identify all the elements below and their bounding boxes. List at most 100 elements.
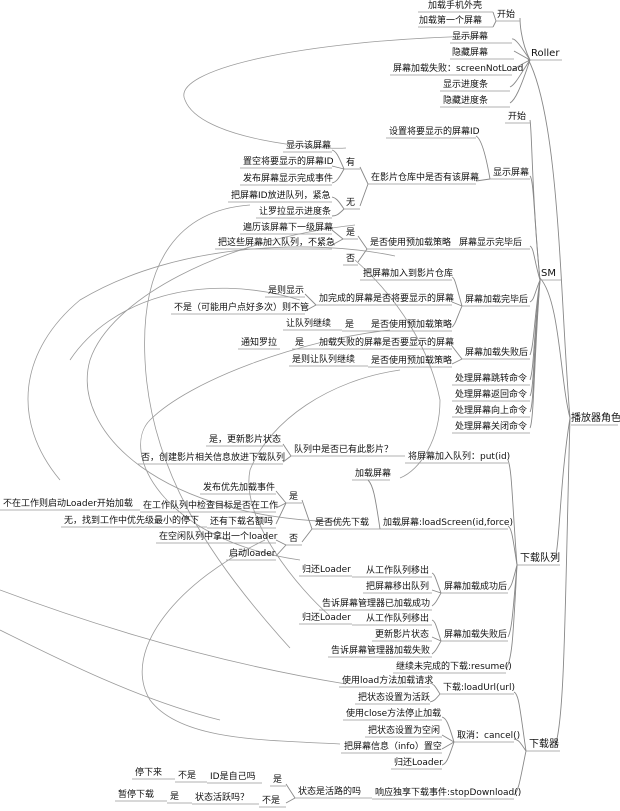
dl-is-active-no: 不是 <box>262 795 280 806</box>
queue-priority-yes: 是 <box>289 491 298 502</box>
sm-fail-is-yes: 是 <box>295 337 304 348</box>
queue-put-q: 队列中是否已有此影片？ <box>294 443 393 455</box>
dl-cancel: 取消：cancel() <box>457 729 520 741</box>
queue-load-ok: 屏幕加载成功后 <box>444 580 507 592</box>
roller-item-show-progress: 显示进度条 <box>443 78 488 90</box>
dl-pause: 暂停下载 <box>118 788 154 800</box>
sm-no: 无 <box>346 197 355 208</box>
roller-item-show: 显示屏幕 <box>452 30 488 42</box>
sm-no-item-2: 让罗拉显示进度条 <box>259 205 331 217</box>
sm-yes-item-1: 显示该屏幕 <box>286 139 331 151</box>
sm-cmd-2: 处理屏幕返回命令 <box>455 388 527 400</box>
sm-node: SM <box>541 268 556 279</box>
branch-queue: 下载队列 将屏幕加入队列：put(id) 队列中是否已有此影片？ 是，更新影片状… <box>0 433 560 674</box>
sm-after-show-yes-1: 遍历该屏幕下一级屏幕 <box>243 221 333 233</box>
queue-priority-no: 否 <box>289 533 298 544</box>
queue-in-work-result: 不在工作则启动Loader开始加载 <box>3 497 133 509</box>
sm-fail-is-showing: 加载失败的屏幕是否要显示的屏幕 <box>319 336 454 348</box>
sm-yes-item-3: 发布屏幕显示完成事件 <box>243 172 333 184</box>
downloader-node: 下载器 <box>529 738 559 750</box>
queue-put-no: 否，创建影片相关信息放进下载队列 <box>141 451 285 463</box>
dl-return-loader: 归还Loader <box>394 756 443 768</box>
queue-fail-update: 更新影片状态 <box>375 628 429 640</box>
sm-preload-item: 让队列继续 <box>286 317 331 329</box>
sm-after-fail: 屏幕加载失败后 <box>465 346 528 358</box>
dl-use-close: 使用close方法停止加载 <box>346 707 441 719</box>
sm-after-show: 屏幕显示完毕后 <box>459 236 522 248</box>
queue-ok-notify: 告诉屏幕管理器已加载成功 <box>322 597 430 609</box>
sm-after-show-no: 否 <box>346 253 355 264</box>
queue-has-free-no: 无，找到工作中优先级最小的停下 <box>64 514 199 526</box>
sm-after-show-yes: 是 <box>346 227 355 238</box>
sm-cmd-4: 处理屏幕关闭命令 <box>455 420 527 432</box>
queue-fail-return: 归还Loader <box>302 611 351 623</box>
sm-after-load: 屏幕加载完毕后 <box>465 293 528 305</box>
dl-set-busy: 把状态设置为活跃 <box>358 691 430 703</box>
queue-ok-remove-queue: 把屏幕移出队列 <box>366 580 429 592</box>
roller-start-item-1: 加载手机外壳 <box>428 0 482 11</box>
dl-yes2: 是 <box>170 791 179 802</box>
trunk-edges <box>527 58 571 747</box>
roller-start-item-2: 加载第一个屏幕 <box>419 14 482 26</box>
dl-is-active: 状态是活路的吗 <box>298 785 361 797</box>
queue-in-work: 在工作队列中检查目标是否在工作 <box>143 499 278 511</box>
queue-put-yes: 是，更新影片状态 <box>209 433 281 445</box>
sm-start: 开始 <box>508 110 526 122</box>
branch-sm: SM 开始 显示屏幕 设置将要显示的屏幕ID 在影片仓库中是否有该屏幕 有 无 … <box>171 110 562 434</box>
sm-add-repo: 把屏幕加入到影片仓库 <box>363 267 453 279</box>
queue-node: 下载队列 <box>520 551 560 564</box>
queue-fail-remove-work: 从工作队列移出 <box>366 612 429 624</box>
branch-roller: Roller 开始 加载手机外壳 加载第一个屏幕 显示屏幕 隐藏屏幕 屏幕加载失… <box>390 0 562 108</box>
root-node: 播放器角色 <box>571 411 620 424</box>
sm-yes: 有 <box>346 156 355 168</box>
roller-item-hide-progress: 隐藏进度条 <box>443 94 488 106</box>
dl-stop: 响应独享下载事件:stopDownload() <box>375 786 521 798</box>
queue-fail-notify: 告诉屏幕管理器加载失败 <box>331 644 430 656</box>
dl-loadurl: 下载:loadUrl(url) <box>443 681 515 693</box>
sm-preload: 是否使用预加载策略 <box>371 318 452 330</box>
sm-after-show-yes-2: 把这些屏幕加入队列，不紧急 <box>218 236 335 248</box>
queue-ok-return: 归还Loader <box>302 563 351 575</box>
sm-preload-yes: 是 <box>345 319 354 330</box>
sm-yes-item-2: 置空将要显示的屏幕ID <box>243 155 334 167</box>
dl-is-active2: 状态活跃吗？ <box>195 791 249 803</box>
queue-loadscreen: 加载屏幕:loadScreen(id,force) <box>383 516 513 528</box>
queue-load-screen-label: 加载屏幕 <box>355 467 391 479</box>
sm-is-showing: 加完成的屏幕是否将要显示的屏幕 <box>319 292 454 304</box>
sm-no-item-1: 把屏幕ID放进队列，紧急 <box>231 189 331 201</box>
sm-set-id: 设置将要显示的屏幕ID <box>389 125 480 137</box>
queue-load-fail: 屏幕加载失败后 <box>444 628 507 640</box>
roller-item-notload: 屏幕加载失败：screenNotLoad <box>393 62 523 74</box>
queue-priority: 是否优先下载 <box>315 516 369 528</box>
sm-cmd-3: 处理屏幕向上命令 <box>455 404 527 416</box>
dl-set-idle: 把状态设置为空闲 <box>368 724 440 736</box>
dl-is-active-yes: 是 <box>273 774 282 785</box>
sm-show-screen: 显示屏幕 <box>493 166 529 178</box>
sm-is-no: 不是（可能用户点好多次）则不管 <box>174 301 309 313</box>
roller-node: Roller <box>531 48 560 59</box>
roller-start: 开始 <box>497 8 515 20</box>
queue-put: 将屏幕加入队列：put(id) <box>408 450 510 462</box>
queue-take: 在空闲队列中拿出一个loader <box>159 530 278 542</box>
cross-link-curves <box>0 35 481 745</box>
queue-ok-remove-work: 从工作队列移出 <box>366 564 429 576</box>
sm-in-repo: 在影片仓库中是否有该屏幕 <box>371 171 479 183</box>
sm-after-show-q: 是否使用预加载策略 <box>370 236 451 248</box>
sm-cmd-1: 处理屏幕跳转命令 <box>455 372 527 384</box>
queue-publish: 发布优先加载事件 <box>203 481 275 493</box>
sm-fail-preload-item: 是则让队列继续 <box>292 353 355 365</box>
sm-fail-notify: 通知罗拉 <box>241 336 277 348</box>
dl-is-self-no: 不是 <box>178 770 196 781</box>
roller-item-hide: 隐藏屏幕 <box>452 46 488 58</box>
sm-is-yes: 是则显示 <box>268 284 304 296</box>
branch-downloader: 下载器 下载:loadUrl(url) 使用load方法加载请求 把状态设置为活… <box>115 674 560 808</box>
dl-clear-info: 把屏幕信息（info）置空 <box>344 740 442 752</box>
queue-start: 启动loader <box>229 547 276 559</box>
dl-is-self: ID是自己吗 <box>210 770 256 782</box>
dl-stop-now: 停下来 <box>135 766 162 778</box>
queue-resume: 继续未完成的下载:resume() <box>396 660 512 672</box>
queue-has-free: 还有下载名额吗 <box>210 515 273 527</box>
sm-fail-preload: 是否使用预加载策略 <box>371 354 452 366</box>
dl-use-load: 使用load方法加载请求 <box>342 674 433 686</box>
